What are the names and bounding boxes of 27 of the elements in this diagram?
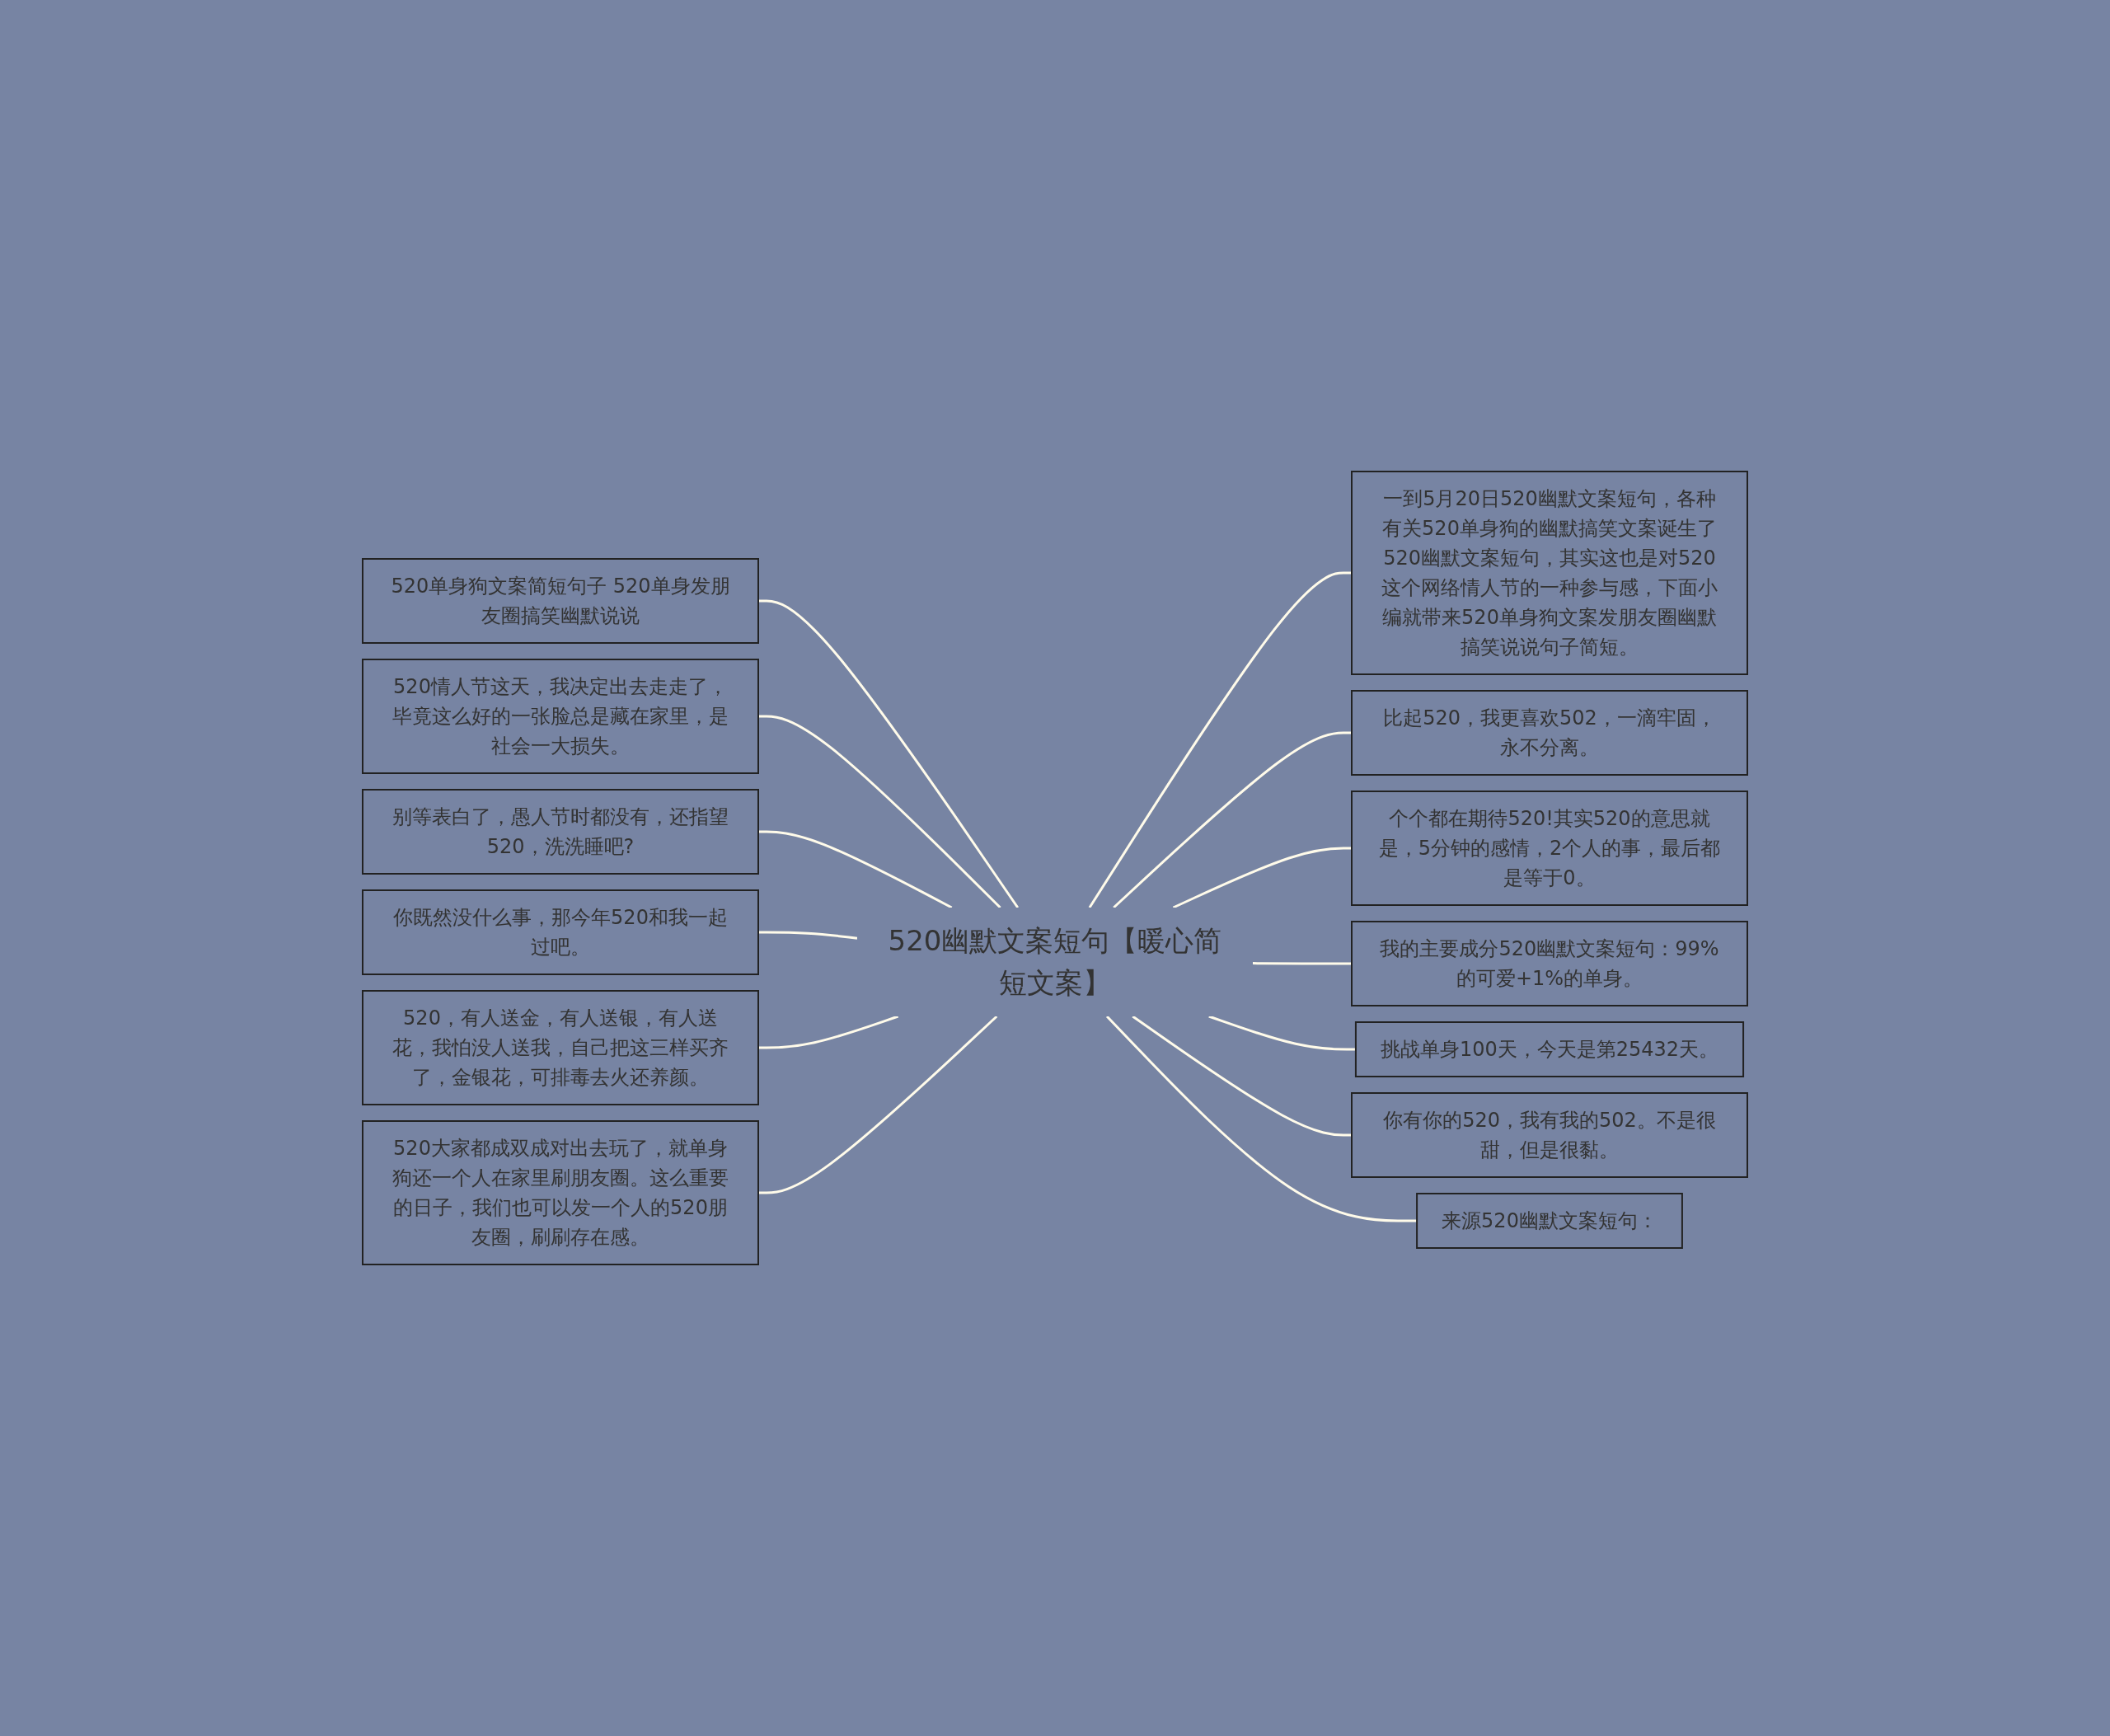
- node-box: 个个都在期待520!其实520的意思就是，5分钟的感情，2个人的事，最后都是等于0。: [1351, 791, 1748, 906]
- connector: [1113, 731, 1352, 909]
- connector: [1132, 1015, 1352, 1137]
- connector: [758, 599, 1020, 908]
- connector: [1172, 847, 1352, 909]
- connector: [758, 715, 1001, 909]
- node-box: 来源520幽默文案短句：: [1416, 1193, 1683, 1249]
- node-box: 挑战单身100天，今天是第25432天。: [1354, 1021, 1745, 1077]
- connector: [758, 830, 953, 909]
- connector: [758, 931, 858, 940]
- connector: [1253, 962, 1352, 965]
- node-box: 520，有人送金，有人送银，有人送花，我怕没人送我，自己把这三样买齐了，金银花，可排毒去火还养颜。: [362, 990, 759, 1105]
- node-box: 你既然没什么事，那今年520和我一起过吧。: [362, 889, 759, 975]
- connector: [758, 1015, 998, 1194]
- node-box: 我的主要成分520幽默文案短句：99%的可爱+1%的单身。: [1351, 921, 1748, 1006]
- node-text: 520幽默文案短句【暖心简短文案】: [888, 924, 1222, 999]
- node-box: 你有你的520，我有我的502。不是很甜，但是很黏。: [1351, 1092, 1748, 1178]
- connector: [1088, 571, 1352, 908]
- node-box: 别等表白了，愚人节时都没有，还指望520，洗洗睡吧?: [362, 789, 759, 875]
- connector: [1105, 1015, 1418, 1222]
- node-box: 比起520，我更喜欢502，一滴牢固，永不分离。: [1351, 690, 1748, 776]
- node-box: 520大家都成双成对出去玩了，就单身狗还一个人在家里刷朋友圈。这么重要的日子，我们也可以发一个人的520朋友圈，刷刷存在感。: [362, 1120, 759, 1265]
- connector: [1208, 1015, 1356, 1051]
- node-box: 520情人节这天，我决定出去走走了，毕竟这么好的一张脸总是藏在家里，是社会一大损失。: [362, 659, 759, 774]
- node-box: 一到5月20日520幽默文案短句，各种有关520单身狗的幽默搞笑文案诞生了520幽默文案短句，其实这也是对520这个网络情人节的一种参与感，下面小编就带来520单身狗文案发朋友圈幽默搞笑说说句子简短。: [1351, 471, 1748, 675]
- node-box: 520单身狗文案简短句子 520单身发朋友圈搞笑幽默说说: [362, 558, 759, 644]
- connector: [758, 1015, 899, 1049]
